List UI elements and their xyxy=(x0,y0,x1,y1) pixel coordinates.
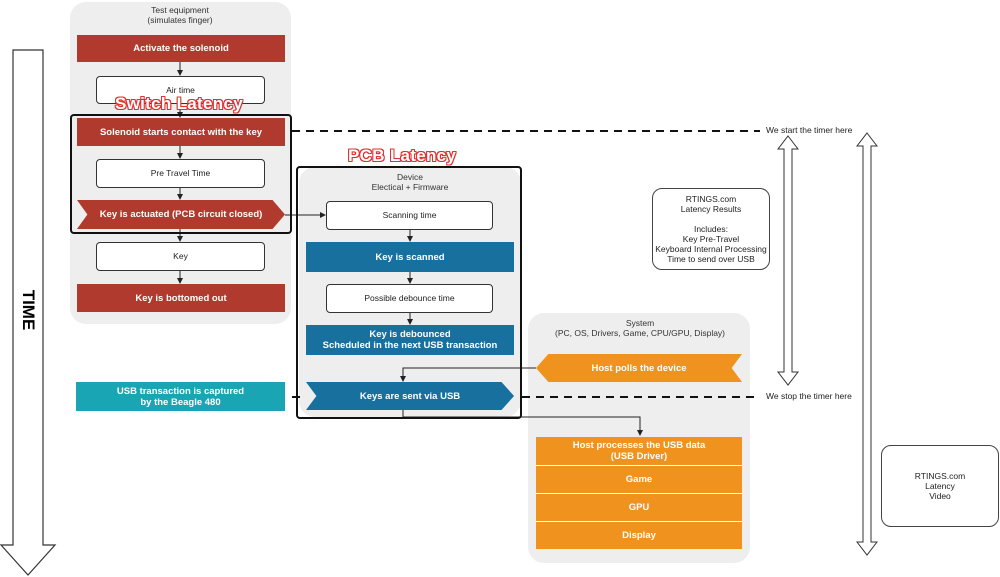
scanning-time-step: Scanning time xyxy=(326,201,493,230)
time-arrow xyxy=(0,49,57,576)
game-step: Game xyxy=(536,465,742,493)
debounce-time-step: Possible debounce time xyxy=(326,284,493,313)
solenoid-contact-step: Solenoid starts contact with the key xyxy=(77,118,285,146)
pcb-latency-label: PCB Latency xyxy=(348,146,457,165)
time-label: TIME xyxy=(19,289,38,331)
timer-stop-label: We stop the timer here xyxy=(766,391,852,401)
results-span-arrow xyxy=(776,135,800,386)
gpu-step: GPU xyxy=(536,493,742,521)
pre-travel-step: Pre Travel Time xyxy=(96,159,265,188)
key-debounced-step: Key is debounced Scheduled in the next U… xyxy=(306,325,514,355)
display-step: Display xyxy=(536,521,742,549)
key-scanned-step: Key is scanned xyxy=(306,242,514,272)
switch-latency-label: Switch Latency xyxy=(115,94,243,113)
switch-latency-frame xyxy=(70,114,292,234)
host-processes-step: Host processes the USB data (USB Driver) xyxy=(536,437,742,465)
keys-sent-step: Keys are sent via USB xyxy=(306,382,514,410)
key-step: Key xyxy=(96,242,265,271)
bottomed-out-step: Key is bottomed out xyxy=(77,284,285,312)
video-span-arrow xyxy=(855,132,879,556)
latency-results-note: RTINGS.com Latency Results Includes: Key… xyxy=(652,188,770,270)
key-actuated-step: Key is actuated (PCB circuit closed) xyxy=(77,200,285,229)
system-title: System (PC, OS, Drivers, Game, CPU/GPU, … xyxy=(554,318,726,338)
device-title: Device Electical + Firmware xyxy=(371,172,449,192)
air-time-step: Air time xyxy=(96,76,265,104)
timer-start-label: We start the timer here xyxy=(766,125,853,135)
activate-solenoid-step: Activate the solenoid xyxy=(77,35,285,62)
usb-capture-box: USB transaction is captured by the Beagl… xyxy=(76,382,285,411)
pcb-latency-frame xyxy=(296,166,522,419)
host-polls-step: Host polls the device xyxy=(536,354,742,382)
test-equipment-title: Test equipment (simulates finger) xyxy=(147,5,213,25)
latency-video-note: RTINGS.com Latency Video xyxy=(881,445,999,527)
